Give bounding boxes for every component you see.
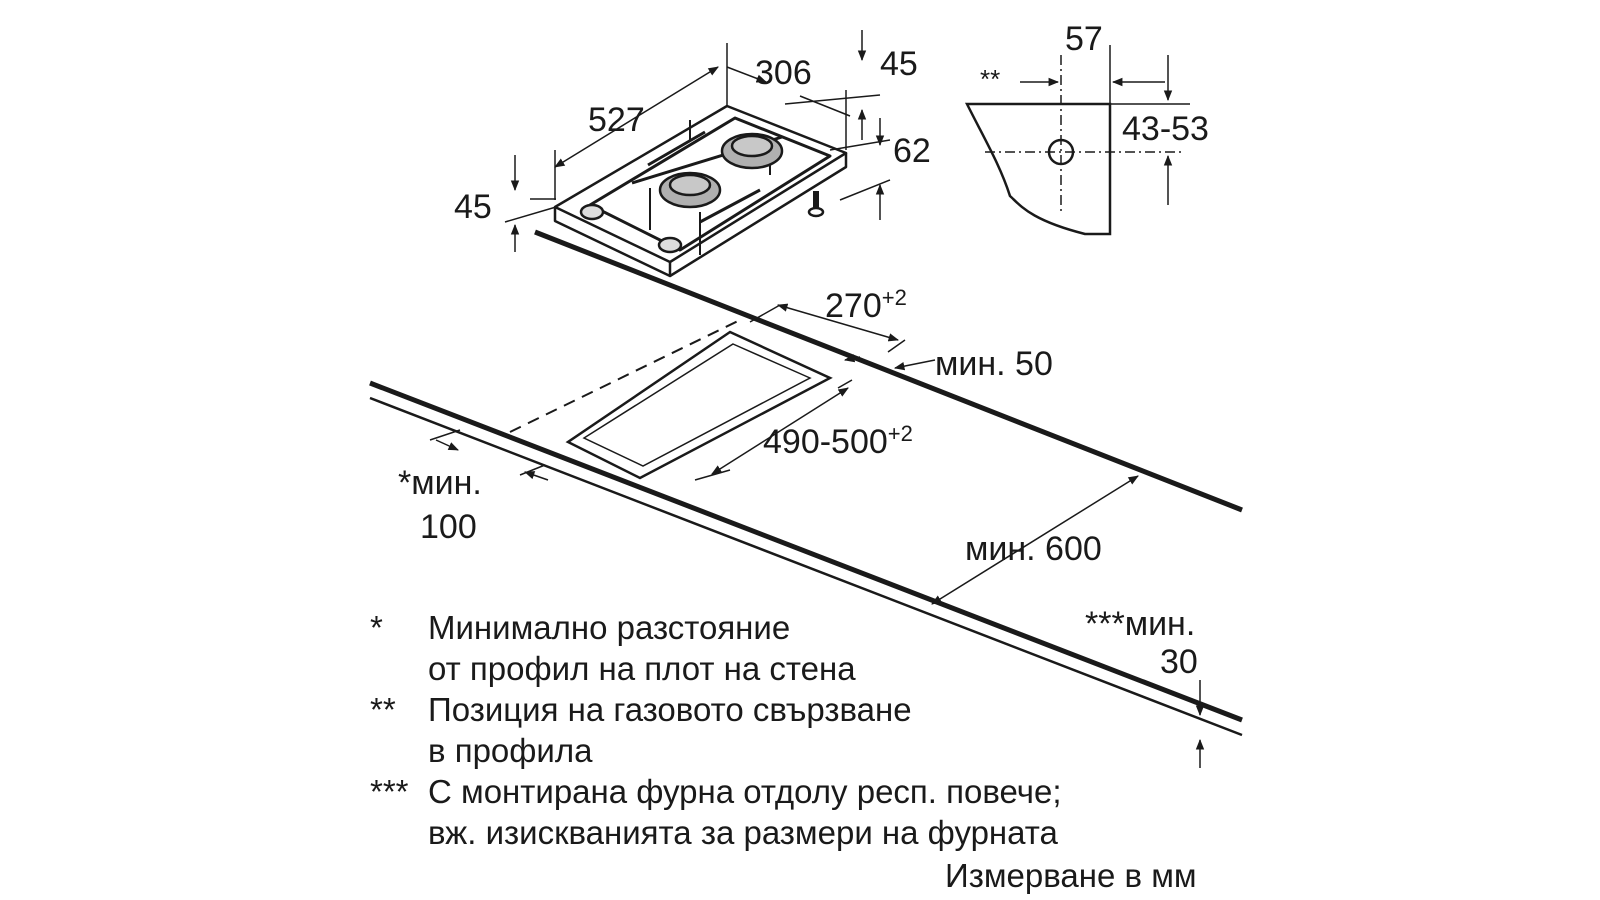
- footnote-text: Позиция на газовото свързване: [428, 691, 912, 728]
- arrow-306-ext: [799, 95, 851, 117]
- dim-490-500: 490-500+2: [763, 421, 913, 461]
- arrow-min50: [893, 359, 936, 371]
- dim-527: 527: [588, 101, 645, 139]
- footnote-mark: ***: [370, 773, 409, 810]
- arrow-min100-right: [524, 471, 549, 481]
- footnote-text: в профила: [428, 732, 593, 769]
- knob-right: [657, 236, 683, 254]
- arrow-306: [726, 66, 767, 83]
- cutout-inner: [582, 343, 812, 467]
- footnote-text: вж. изискванията за размери на фурната: [428, 814, 1058, 851]
- cutout-outer: [565, 330, 833, 480]
- footnote-text: Минимално разстояние: [428, 609, 791, 646]
- units-note: Измерване в мм: [945, 857, 1197, 894]
- dim-45-left: 45: [454, 188, 492, 226]
- arrow-270: [776, 303, 900, 342]
- footnote-text: С монтирана фурна отдолу респ. повече;: [428, 773, 1062, 810]
- footnote-mark: **: [370, 691, 396, 728]
- profile-shape: [964, 102, 1112, 236]
- countertop-front-edge: [369, 380, 1243, 723]
- countertop: [369, 229, 1243, 768]
- cutout-hidden-edge: [509, 319, 741, 433]
- arrow-min600: [931, 475, 1139, 605]
- hob-front-edge: [553, 207, 672, 278]
- arrow-527: [554, 66, 719, 168]
- dim-min600: мин. 600: [965, 530, 1102, 568]
- dim-45-top: 45: [880, 45, 918, 83]
- dim-306: 306: [755, 54, 812, 92]
- footnote-text: от профил на плот на стена: [428, 650, 856, 687]
- arrow-min100-left: [435, 439, 459, 451]
- dim-min50: мин. 50: [935, 345, 1053, 383]
- dim-62: 62: [893, 132, 931, 170]
- dim-43-53: 43-53: [1122, 110, 1209, 148]
- dim-stars2: **: [980, 64, 1001, 94]
- dim-min100-line1: *мин.: [398, 464, 482, 502]
- dim-270: 270+2: [825, 285, 907, 325]
- countertop-back-edge: [534, 229, 1243, 513]
- arrow-490-500: [711, 387, 849, 475]
- hob-drawing: [504, 43, 848, 278]
- worktop-profile: [964, 45, 1190, 236]
- dim-min30-line2: 30: [1160, 643, 1198, 681]
- hob-dimension-arrows: [510, 30, 891, 252]
- countertop-front-lower: [369, 396, 1243, 737]
- dim-57: 57: [1065, 20, 1103, 58]
- dim-min30-line1: ***мин.: [1085, 605, 1196, 643]
- dim-min100-line2: 100: [420, 508, 477, 546]
- footnote-mark: *: [370, 609, 383, 646]
- knob-left: [579, 203, 605, 221]
- hob-right-edge: [669, 153, 848, 278]
